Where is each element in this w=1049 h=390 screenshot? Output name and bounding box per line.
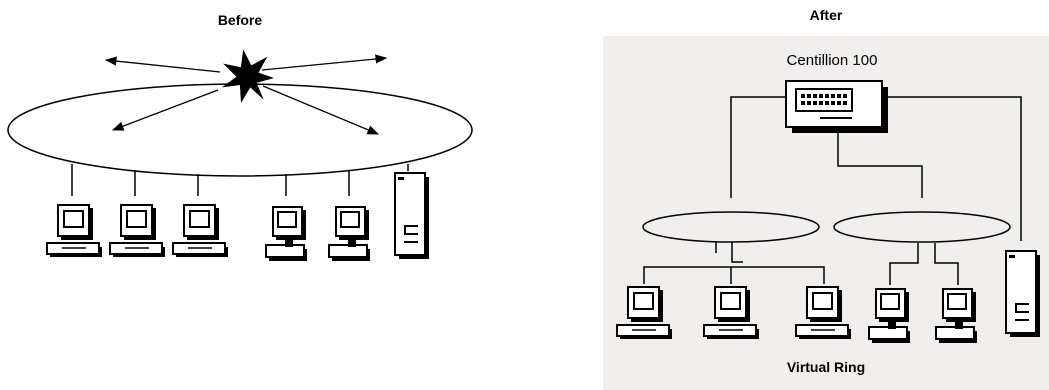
computer-icon	[172, 204, 229, 258]
sub-ring-left	[642, 211, 820, 243]
computer-icon	[265, 206, 308, 262]
computer-icon	[868, 288, 911, 344]
starburst-icon	[221, 49, 274, 103]
switch-icon	[785, 80, 888, 133]
before-title: Before	[218, 12, 263, 28]
computer-icon	[328, 206, 371, 262]
computer-icon	[109, 204, 166, 258]
sub-ring-right	[833, 211, 1011, 243]
collision-arrows	[104, 54, 388, 135]
computer-icon	[46, 204, 103, 258]
ring-label: Virtual Ring	[787, 359, 865, 375]
computer-icon	[935, 288, 978, 344]
shared-ring	[7, 83, 473, 177]
server-icon	[1005, 250, 1041, 338]
switch-label: Centillion 100	[787, 52, 878, 69]
server-icon	[394, 172, 430, 260]
after-title: After	[810, 7, 843, 23]
after-links	[643, 96, 1022, 285]
before-drops	[71, 164, 409, 196]
